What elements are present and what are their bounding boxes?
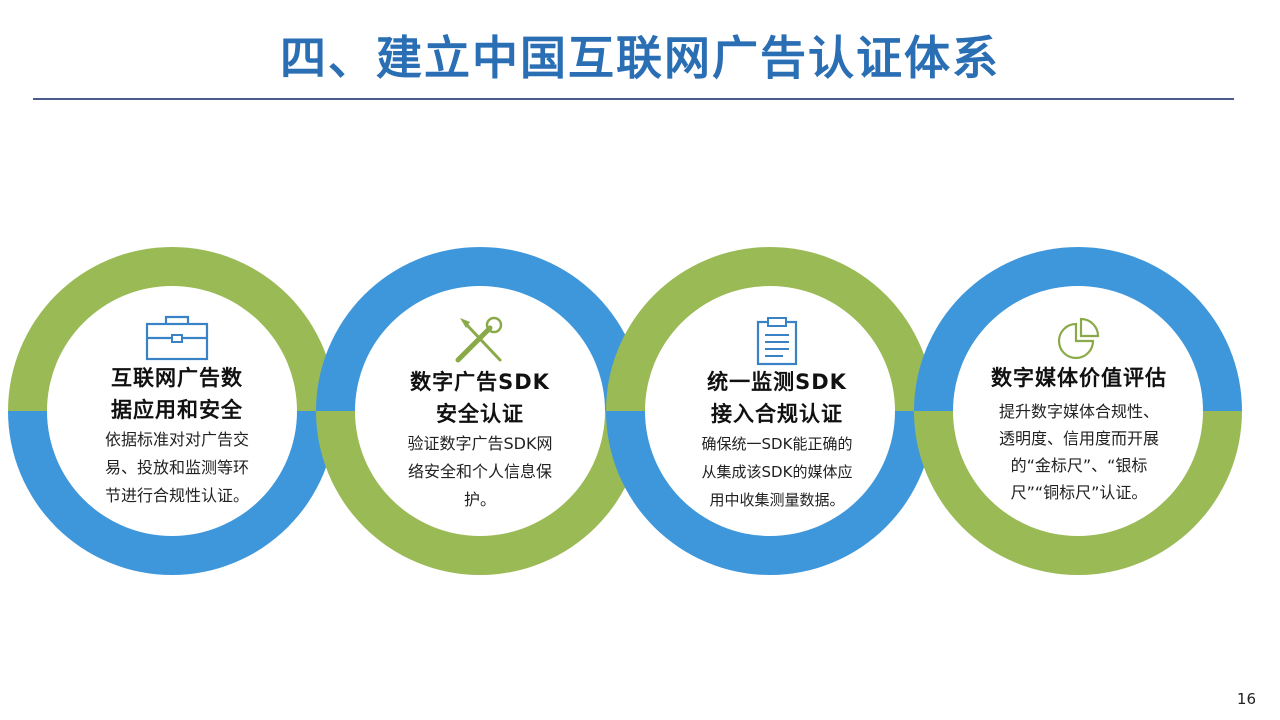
ring-4: [914, 247, 1242, 575]
card-desc-line: 确保统一SDK能正确的: [701, 435, 853, 453]
card-unified-sdk-compliance: 统一监测SDK 接入合规认证 确保统一SDK能正确的 从集成该SDK的媒体应 用…: [672, 316, 882, 514]
card-desc-line: 用中收集测量数据。: [709, 491, 845, 509]
ring-2: [316, 247, 644, 575]
title-divider: [33, 98, 1234, 100]
card-desc-line: 护。: [463, 490, 496, 509]
card-desc-line: 尺”“铜标尺”认证。: [1010, 483, 1148, 502]
ring-1-center: [47, 286, 297, 536]
card-desc-line: 易、投放和监测等环: [104, 458, 249, 477]
ring-2-center: [355, 286, 605, 536]
card-title-line: 据应用和安全: [111, 398, 243, 422]
pie-chart-icon: [1057, 317, 1100, 360]
ring-1: [8, 247, 336, 575]
card-desc-line: 透明度、信用度而开展: [998, 429, 1159, 448]
ring-3: [606, 247, 934, 575]
card-desc-line: 的“金标尺”、“银标: [1010, 456, 1148, 475]
card-internet-ad-data: 互联网广告数 据应用和安全 依据标准对对广告交 易、投放和监测等环 节进行合规性…: [72, 312, 282, 510]
card-title-line: 数字广告SDK: [410, 370, 550, 394]
card-ad-sdk-security: 数字广告SDK 安全认证 验证数字广告SDK网 络安全和个人信息保 护。: [375, 316, 585, 514]
tools-icon: [455, 316, 503, 363]
card-desc-line: 从集成该SDK的媒体应: [701, 463, 853, 481]
card-title-line: 接入合规认证: [711, 402, 843, 426]
toolbox-icon: [145, 315, 209, 361]
card-desc-line: 节进行合规性认证。: [104, 486, 249, 505]
card-title-line: 安全认证: [436, 402, 524, 426]
page-number: 16: [1236, 690, 1256, 708]
ring-3-center: [645, 286, 895, 536]
card-title-line: 统一监测SDK: [707, 370, 847, 394]
card-desc-line: 提升数字媒体合规性、: [998, 402, 1159, 421]
card-desc-line: 依据标准对对广告交: [104, 430, 249, 449]
card-digital-media-value: 数字媒体价值评估 提升数字媒体合规性、 透明度、信用度而开展 的“金标尺”、“银…: [973, 316, 1185, 506]
clipboard-icon: [756, 317, 798, 366]
card-desc-line: 验证数字广告SDK网: [407, 434, 553, 453]
card-title-line: 数字媒体价值评估: [991, 366, 1167, 390]
ring-4-center: [953, 286, 1203, 536]
card-title-line: 互联网广告数: [111, 366, 243, 390]
slide-title: 四、建立中国互联网广告认证体系: [280, 31, 1000, 85]
card-desc-line: 络安全和个人信息保: [407, 462, 552, 481]
